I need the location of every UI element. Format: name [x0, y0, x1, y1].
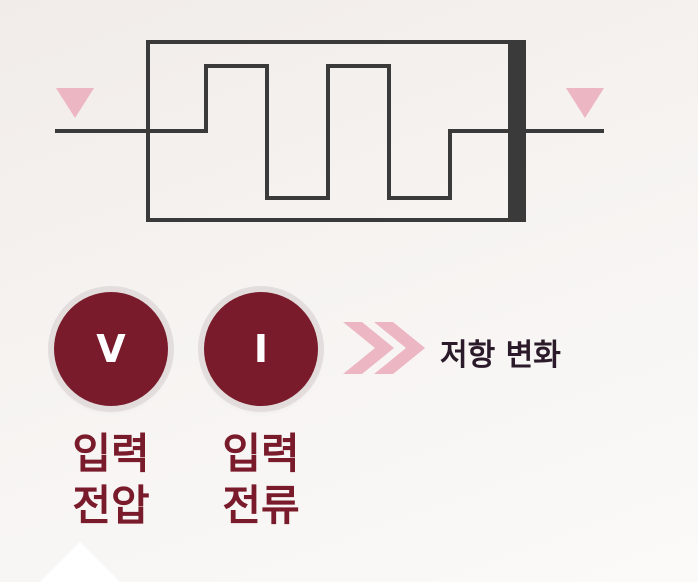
resistor-end-bar: [508, 40, 526, 222]
voltage-caption: 입력 전압: [41, 428, 181, 532]
current-letter: I: [253, 327, 269, 371]
resistance-change-label: 저항 변화: [440, 338, 561, 373]
voltage-caption-line2: 전압: [72, 481, 150, 530]
current-caption-line2: 전류: [222, 481, 300, 530]
double-chevron-icon-second: [374, 322, 425, 374]
meander-path: [148, 64, 508, 200]
current-circle: I: [204, 292, 318, 406]
double-chevron-icon: [343, 322, 394, 374]
voltage-letter: V: [96, 327, 126, 371]
voltage-caption-line1: 입력: [72, 429, 150, 478]
current-caption: 입력 전류: [191, 428, 331, 532]
left-marker-icon: [56, 88, 94, 118]
right-marker-icon: [566, 88, 604, 118]
current-caption-line1: 입력: [222, 429, 300, 478]
voltage-circle: V: [54, 292, 168, 406]
corner-triangle-decoration: [40, 542, 120, 582]
